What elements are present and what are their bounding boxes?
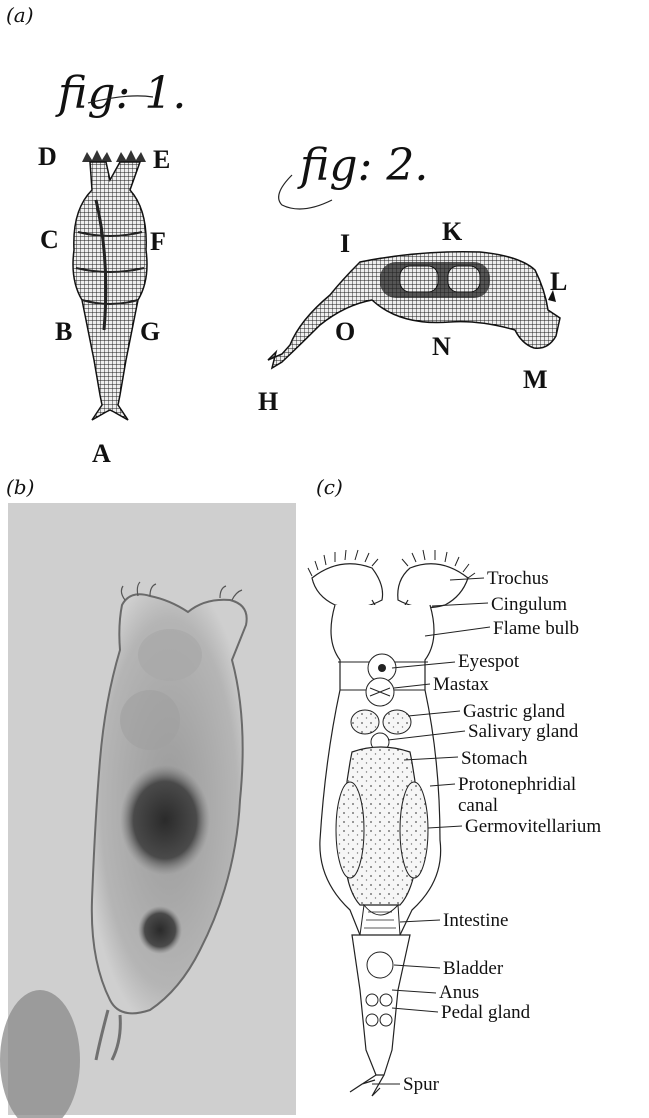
label-gastric-gland: Gastric gland xyxy=(463,701,565,722)
stomach-dark-region xyxy=(120,765,210,875)
panel-c: (c) xyxy=(308,475,601,1096)
fig2-letter-L: L xyxy=(550,267,567,296)
label-cingulum: Cingulum xyxy=(491,594,567,615)
panel-a: (a) fig: 1. D E C F B G A fig: 2. xyxy=(6,3,567,468)
label-salivary-gland: Salivary gland xyxy=(468,721,579,742)
eyespot-mark xyxy=(378,664,386,672)
panel-b: (b) xyxy=(0,475,296,1118)
label-eyespot: Eyespot xyxy=(458,651,520,672)
label-pedal-gland: Pedal gland xyxy=(441,1002,531,1023)
label-spur: Spur xyxy=(403,1074,440,1095)
fig1-left-crown xyxy=(82,150,112,162)
fig1-letter-B: B xyxy=(55,317,72,346)
label-protonephridial: Protonephridial xyxy=(458,774,576,795)
fig2-letter-K: K xyxy=(442,217,463,246)
fig1-letter-E: E xyxy=(153,145,170,174)
fig2-letter-M: M xyxy=(523,365,548,394)
fig1-letter-A: A xyxy=(92,439,111,468)
panel-b-letter: (b) xyxy=(6,475,34,499)
fig2-drawing: fig: 2. I K L O N H M xyxy=(258,140,567,416)
label-trochus: Trochus xyxy=(487,568,549,589)
label-stomach: Stomach xyxy=(461,748,528,769)
spur-shape xyxy=(350,1075,384,1096)
label-bladder: Bladder xyxy=(443,958,504,979)
fig2-letter-O: O xyxy=(335,317,355,346)
label-canal: canal xyxy=(458,795,498,816)
fig2-letter-I: I xyxy=(340,229,350,258)
fig1-letter-G: G xyxy=(140,317,160,346)
label-germovitellarium: Germovitellarium xyxy=(465,816,601,837)
label-flame-bulb: Flame bulb xyxy=(493,618,579,639)
panel-a-letter: (a) xyxy=(6,3,34,27)
fig1-drawing: fig: 1. D E C F B G A xyxy=(38,68,186,468)
label-intestine: Intestine xyxy=(443,910,508,931)
fig2-title: fig: 2. xyxy=(297,140,428,191)
fig2-letter-H: H xyxy=(258,387,278,416)
fig1-right-crown xyxy=(116,150,146,162)
fig1-letter-C: C xyxy=(40,225,59,254)
fig2-letter-N: N xyxy=(432,332,451,361)
label-mastax: Mastax xyxy=(433,674,489,695)
label-anus: Anus xyxy=(439,982,479,1003)
intestine-dark-region xyxy=(138,906,182,954)
fig1-title: fig: 1. xyxy=(55,68,186,119)
panel-c-letter: (c) xyxy=(316,475,343,499)
fig1-letter-D: D xyxy=(38,142,57,171)
fig1-body xyxy=(73,162,147,420)
fig1-letter-F: F xyxy=(150,227,166,256)
